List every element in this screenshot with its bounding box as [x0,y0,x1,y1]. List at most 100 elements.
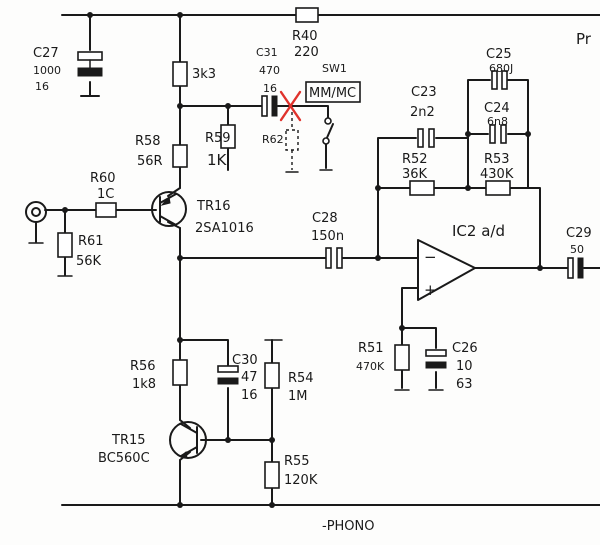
c26-name: C26 [452,341,478,356]
junction-dot [375,185,381,191]
transistor-tr15-arrow [179,451,188,459]
transistor-tr16 [151,191,187,227]
r52-value: 36K [402,167,428,182]
r53-value: 430K [480,167,514,182]
c30-wire [179,339,229,441]
tr16-name: TR16 [196,199,231,214]
junction-dot [177,103,183,109]
r52-name: R52 [402,152,428,167]
r56-name: R56 [130,359,156,374]
switch-sw1-contact [322,137,330,145]
sw1-lever [325,123,334,141]
resistor-r51 [394,344,410,371]
r54-name: R54 [288,371,314,386]
c27-name: C27 [33,46,59,61]
transistor-tr15-body [169,421,207,459]
transistor-tr15-leads [180,423,198,457]
resistor-r56 [172,359,188,386]
resistor-r62 [285,129,299,151]
phono-label: -PHONO [322,519,375,534]
r40-value: 220 [294,45,319,60]
capacitor-c25-plate [491,70,498,90]
tr15-name: TR15 [111,433,146,448]
capacitor-c28-plate [336,247,343,269]
capacitor-c31 [261,95,278,117]
capacitor-c28 [325,247,343,269]
resistor-3k3 [172,61,188,87]
resistor-r60 [95,202,117,218]
junction-dot [465,185,471,191]
resistor-r58 [172,144,188,168]
resistor-r61 [57,232,73,258]
capacitor-c23 [417,128,435,148]
capacitor-c24 [489,124,507,144]
capacitor-c25 [491,70,508,90]
transistor-tr15 [169,421,207,459]
capacitor-c24-plate [489,124,496,144]
c27-voltage: 16 [35,80,49,93]
capacitor-c31-plate-right [271,95,278,117]
r58-name: R58 [135,134,161,149]
transistor-tr16-arrow [160,195,171,206]
junction-dot [225,437,231,443]
c23-value: 2n2 [410,105,435,120]
junction-dot [177,12,183,18]
phono-input-jack-outer[interactable] [25,201,47,223]
labels: Pr C27 1000 16 R40 220 3k3 C31 470 16 SW… [33,29,592,534]
corner-text: Pr [576,30,592,48]
capacitor-c27-plate-top [77,51,103,61]
tr15-part: BC560C [98,451,150,466]
capacitor-c23-plate [417,128,424,148]
r56-value: 1k8 [132,377,156,392]
opamp-minus-sign: − [424,248,437,266]
switch-sw1-label-box [305,81,361,103]
resistor-r52 [409,180,435,196]
resistor-r40 [295,7,319,23]
switch-sw1-contact [324,117,332,125]
c29-value: 50 [570,243,584,256]
r53-name: R53 [484,152,510,167]
r59-value: 1K [207,151,228,169]
junction-dot [269,502,275,508]
junction-dots [62,12,543,508]
c31-name: C31 [256,46,278,59]
junction-dot [177,502,183,508]
capacitor-c28-plate [325,247,332,269]
capacitor-c26 [425,349,447,369]
c30-name: C30 [232,353,258,368]
phono-input-jack-inner[interactable] [31,207,41,217]
c31-value: 470 [259,64,280,77]
c23-name: C23 [411,85,437,100]
opamp-plus-sign: + [424,281,437,299]
r61-name: R61 [78,234,104,249]
r55-value: 120K [284,473,318,488]
r40-name: R40 [292,29,318,44]
junction-dot [537,265,543,271]
c31-voltage: 16 [263,82,277,95]
junction-dot [269,437,275,443]
junction-dot [177,337,183,343]
c24-name: C24 [484,101,510,116]
phono-input-jack[interactable] [25,201,47,223]
r55-name: R55 [284,454,310,469]
transistor-tr16-body [151,191,187,227]
sw1-mode[interactable]: MM/MC [309,86,356,101]
removed-link-mark [279,90,302,122]
resistor-r55 [264,461,280,489]
resistor-r53 [485,180,511,196]
c28-name: C28 [312,211,338,226]
capacitor-c27-plate-bottom [77,67,103,77]
capacitor-c31-plate-left [261,95,268,117]
capacitor-c27 [77,51,103,77]
c26-voltage: 63 [456,377,473,392]
c25-value: 680J [489,62,513,75]
resistor-r59 [220,124,236,149]
c30-value: 47 [241,370,258,385]
r51-name: R51 [358,341,384,356]
ic2-label: IC2 a/d [452,222,505,240]
r61-value: 56K [76,254,102,269]
junction-dot [62,207,68,213]
tr16-part: 2SA1016 [195,221,254,236]
